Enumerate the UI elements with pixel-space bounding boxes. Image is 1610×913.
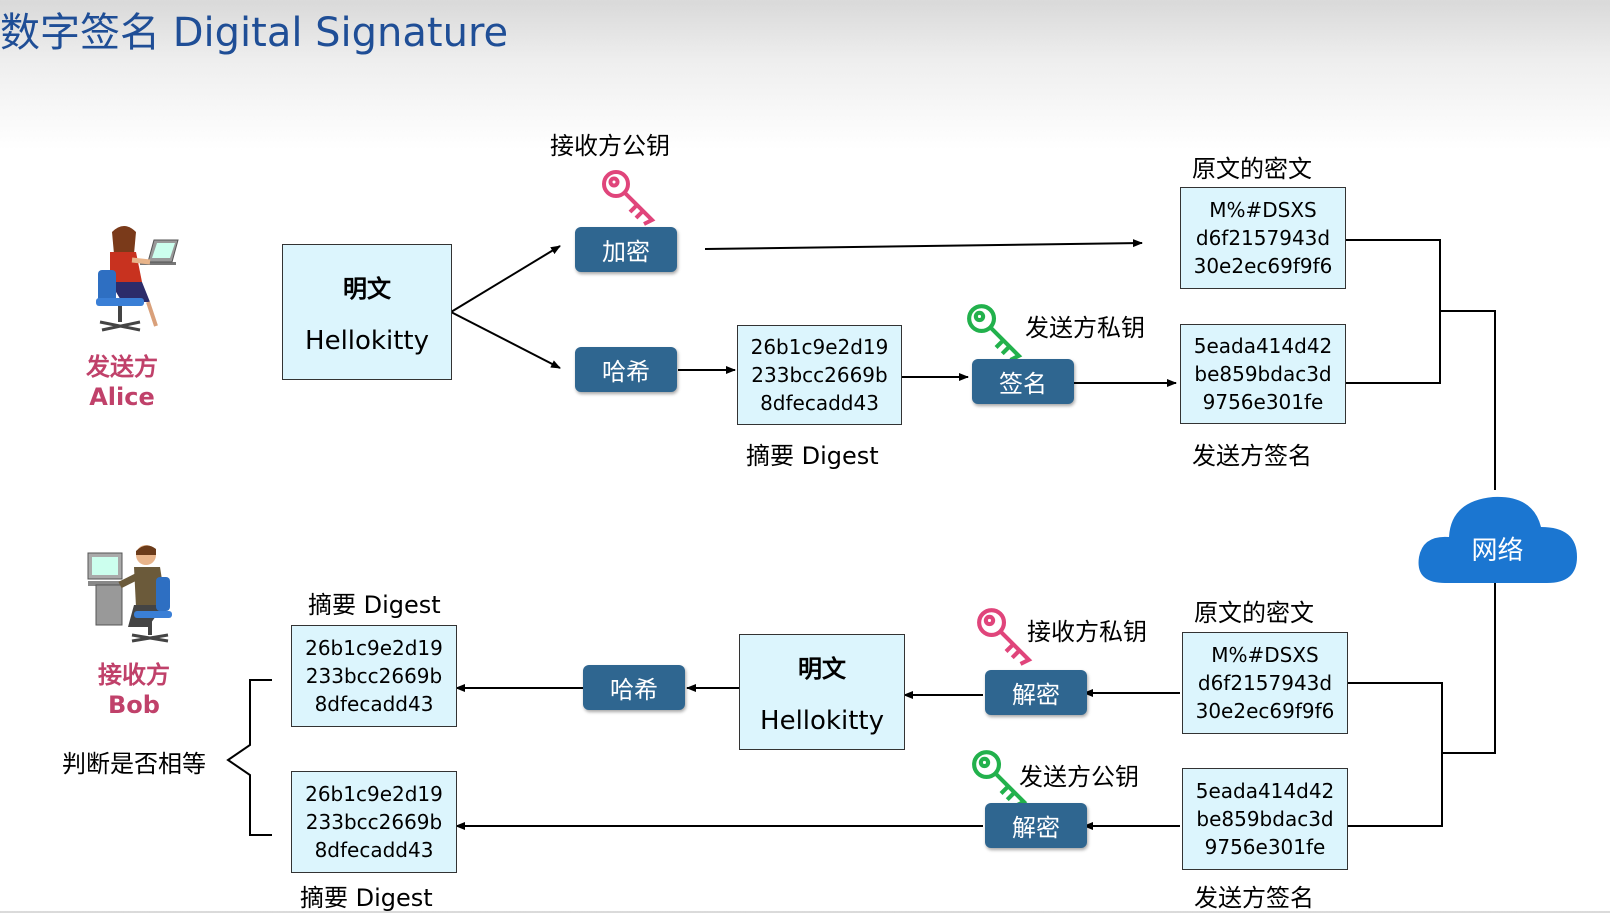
digest-line: 26b1c9e2d19 xyxy=(305,782,443,806)
plaintext-text: Hellokitty xyxy=(305,325,429,356)
digest-computed-label: 摘要 Digest xyxy=(308,591,441,619)
cipher-line: M%#DSXS xyxy=(1209,198,1317,222)
cipher-line: d6f2157943d xyxy=(1197,671,1333,695)
cipher-label: 原文的密文 xyxy=(1192,155,1312,183)
plaintext-text: Hellokitty xyxy=(760,705,884,736)
digest-line: 8dfecadd43 xyxy=(314,838,434,862)
plaintext-heading: 明文 xyxy=(343,274,391,303)
plaintext-heading: 明文 xyxy=(798,654,846,683)
signature-label-bottom: 发送方签名 xyxy=(1194,884,1314,912)
cipher-line: M%#DSXS xyxy=(1211,643,1319,667)
signature-box-bottom: 5eada414d42 be859bdac3d 9756e301fe xyxy=(1182,768,1348,870)
cloud-icon xyxy=(1418,496,1577,583)
person-at-laptop-icon xyxy=(96,226,179,332)
decrypt-button[interactable]: 解密 xyxy=(985,670,1087,715)
digest-decrypted-box: 26b1c9e2d19 233bcc2669b 8dfecadd43 xyxy=(291,771,457,873)
signature-line: be859bdac3d xyxy=(1194,362,1332,386)
receiver-label: 接收方 Bob xyxy=(84,660,184,720)
digest-line: 8dfecadd43 xyxy=(314,692,434,716)
cipher-line: 30e2ec69f9f6 xyxy=(1195,699,1335,723)
digest-line: 233bcc2669b xyxy=(751,363,888,387)
cipher-box: M%#DSXS d6f2157943d 30e2ec69f9f6 xyxy=(1180,187,1346,289)
signature-line: 9756e301fe xyxy=(1202,390,1324,414)
encrypt-button[interactable]: 加密 xyxy=(575,227,677,272)
hash-button-bottom[interactable]: 哈希 xyxy=(583,665,685,710)
network-label: 网络 xyxy=(1471,536,1524,566)
digest-line: 26b1c9e2d19 xyxy=(750,335,889,359)
signature-line: 9756e301fe xyxy=(1204,835,1326,859)
compare-label: 判断是否相等 xyxy=(62,750,206,778)
signature-line: 5eada414d42 xyxy=(1193,334,1333,358)
receiver-role: 接收方 xyxy=(98,661,170,689)
plaintext-box: 明文 Hellokitty xyxy=(282,244,452,380)
cipher-line: d6f2157943d xyxy=(1195,226,1331,250)
cipher-line: 30e2ec69f9f6 xyxy=(1193,254,1333,278)
digest-label: 摘要 Digest xyxy=(746,442,879,470)
hash-button[interactable]: 哈希 xyxy=(575,347,677,392)
digest-line: 8dfecadd43 xyxy=(760,391,879,415)
plaintext-box-bottom: 明文 Hellokitty xyxy=(739,634,905,750)
sender-name: Alice xyxy=(89,383,155,411)
person-at-computer-icon xyxy=(87,545,172,643)
cipher-label-bottom: 原文的密文 xyxy=(1194,599,1314,627)
signature-box: 5eada414d42 be859bdac3d 9756e301fe xyxy=(1180,324,1346,424)
sender-role: 发送方 xyxy=(86,353,158,381)
key-icon xyxy=(977,608,1033,666)
digest-line: 26b1c9e2d19 xyxy=(305,636,443,660)
verify-key-label: 发送方公钥 xyxy=(1019,763,1139,791)
cipher-box-bottom: M%#DSXS d6f2157943d 30e2ec69f9f6 xyxy=(1182,632,1348,734)
decrypt-key-label: 接收方私钥 xyxy=(1027,618,1147,646)
verify-decrypt-button[interactable]: 解密 xyxy=(985,803,1087,848)
signature-line: 5eada414d42 xyxy=(1195,779,1335,803)
digest-line: 233bcc2669b xyxy=(305,664,443,688)
sender-label: 发送方 Alice xyxy=(72,352,172,412)
sign-button[interactable]: 签名 xyxy=(972,359,1074,404)
digest-line: 233bcc2669b xyxy=(305,810,443,834)
digest-decrypted-label: 摘要 Digest xyxy=(300,884,433,912)
sign-key-label: 发送方私钥 xyxy=(1025,314,1145,342)
signature-label: 发送方签名 xyxy=(1192,442,1312,470)
receiver-name: Bob xyxy=(108,691,160,719)
signature-line: be859bdac3d xyxy=(1196,807,1334,831)
key-icon xyxy=(602,170,656,226)
key-icon xyxy=(967,304,1023,362)
digest-computed-box: 26b1c9e2d19 233bcc2669b 8dfecadd43 xyxy=(291,625,457,727)
digest-box: 26b1c9e2d19 233bcc2669b 8dfecadd43 xyxy=(737,325,902,425)
page-title: 数字签名 Digital Signature xyxy=(0,10,509,56)
encrypt-key-label: 接收方公钥 xyxy=(550,132,670,160)
